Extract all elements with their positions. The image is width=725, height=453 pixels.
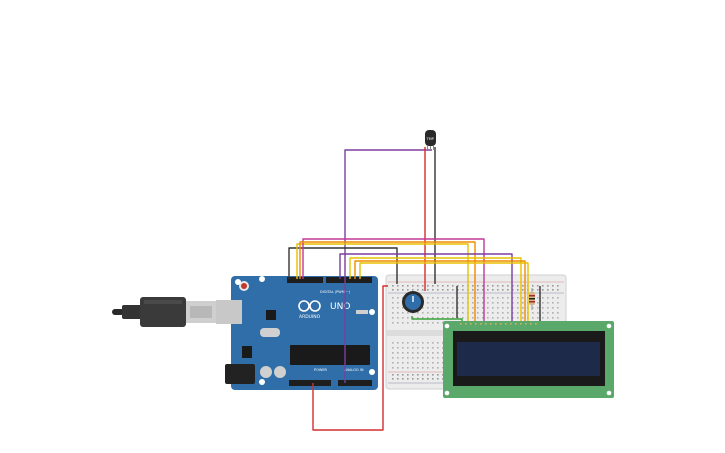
lcd-display[interactable]: [443, 321, 614, 398]
potentiometer[interactable]: [402, 291, 424, 313]
wire-orange-2: [354, 260, 526, 324]
analog-header: [338, 380, 372, 386]
wire-black-gnd: [288, 247, 398, 284]
resistor[interactable]: [529, 288, 535, 310]
lcd-pins: [460, 323, 537, 325]
wire-orange-1: [299, 241, 476, 324]
arduino-logo-icon: [298, 300, 321, 312]
lcd-screen: [457, 342, 600, 376]
temperature-sensor[interactable]: TMP: [425, 130, 436, 150]
arduino-model-label: UNO: [330, 302, 350, 312]
usb-port: [216, 300, 242, 324]
wire-yellow-3: [359, 262, 529, 324]
wire-red-power: [312, 285, 388, 431]
atmega-chip: [290, 345, 370, 365]
digital-header-1: [287, 277, 323, 283]
digital-header-2: [326, 277, 372, 283]
wire-magenta: [302, 238, 485, 324]
arduino-brand-label: ARDUINO: [299, 314, 321, 320]
power-header: [289, 380, 331, 386]
analog-label: ANALOG IN: [344, 368, 364, 372]
sensor-label: TMP: [426, 137, 434, 141]
usb-cable[interactable]: [112, 297, 216, 327]
power-jack: [225, 364, 255, 384]
wire-purple-sensor: [344, 149, 432, 383]
wire-yellow-1: [296, 243, 469, 324]
arduino-uno[interactable]: UNO ARDUINO DIGITAL (PWM ~) POWER ANALOG…: [216, 276, 378, 390]
power-label: POWER: [314, 368, 328, 372]
wire-yellow-2: [349, 257, 522, 324]
wires[interactable]: [288, 147, 541, 431]
wire-purple-2: [339, 253, 513, 324]
digital-label: DIGITAL (PWM ~): [320, 290, 351, 294]
